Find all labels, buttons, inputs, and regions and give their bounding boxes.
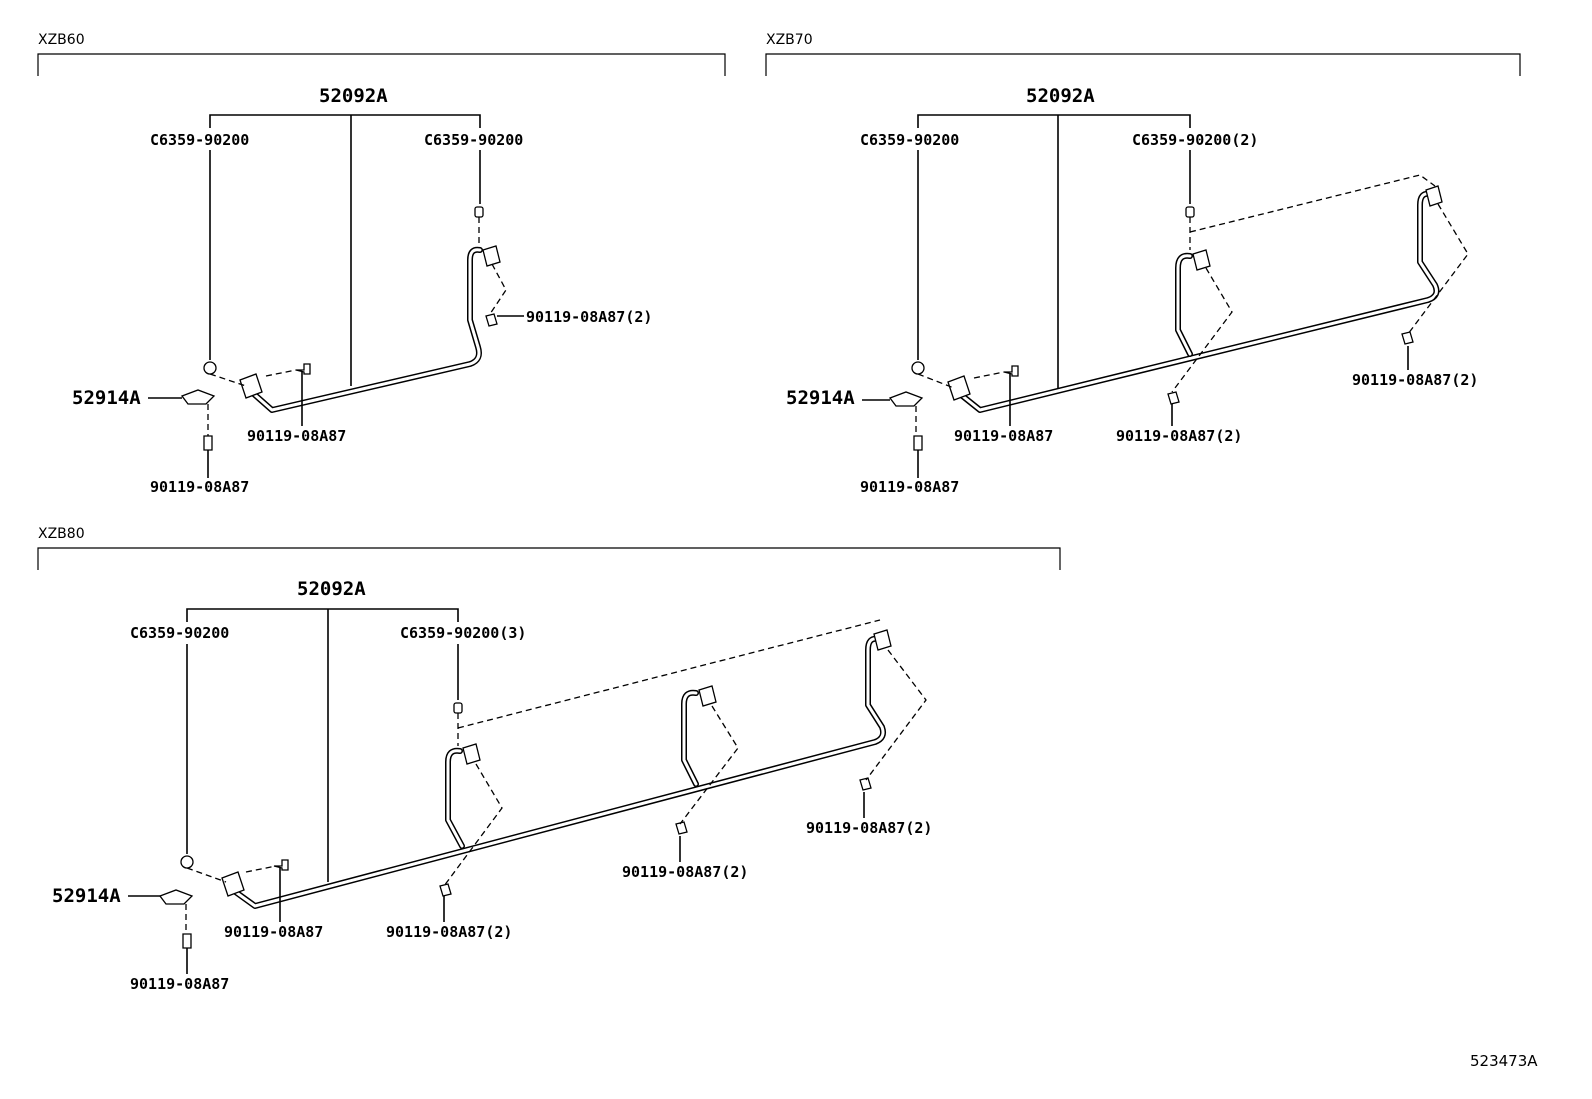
upright-bracket <box>698 685 717 707</box>
clip-part <box>911 361 925 375</box>
bolt-upright-label: 90119-08A87(2) <box>1352 371 1478 389</box>
bracket-52914a <box>180 389 216 405</box>
variant-bracket-line <box>37 53 726 76</box>
assembly-leader-bracket <box>209 114 481 128</box>
assembly-label: 52092A <box>319 85 388 107</box>
upright-bracket <box>482 245 501 267</box>
variant-bracket-line <box>37 547 1061 570</box>
bolt-bracket-label: 90119-08A87 <box>247 427 346 445</box>
variant-xzb60: XZB60 52092A C6359-90200 C6359-90200 529… <box>37 32 726 496</box>
variant-xzb70: XZB70 52092A C6359-90200 C6359-90200(2) … <box>765 32 1521 496</box>
assembly-dashes <box>207 217 507 436</box>
bracket-label: 52914A <box>52 885 121 907</box>
bolt-upright-label: 90119-08A87(2) <box>1116 427 1242 445</box>
diagram-code: 523473A <box>1470 1052 1538 1070</box>
bracket-mount <box>239 373 263 399</box>
bolt-part <box>439 883 452 897</box>
bolt-upright-label: 90119-08A87(2) <box>806 819 932 837</box>
upright-bracket <box>873 629 892 651</box>
variant-title: XZB80 <box>38 526 85 542</box>
assembly-label: 52092A <box>297 578 366 600</box>
assembly-leader-bracket <box>917 114 1191 128</box>
bolt-part <box>182 933 192 949</box>
bracket-52914a <box>158 889 194 905</box>
clip-part <box>180 855 194 869</box>
bracket-mount <box>221 871 245 897</box>
bolt-part <box>1167 391 1180 405</box>
bolt-part <box>859 777 872 791</box>
clip-left-label: C6359-90200 <box>130 624 229 642</box>
upright-bracket <box>1192 249 1211 271</box>
variant-title: XZB60 <box>38 32 85 48</box>
assembly-label: 52092A <box>1026 85 1095 107</box>
clip-right-label: C6359-90200(2) <box>1132 131 1258 149</box>
bolt-front-label: 90119-08A87 <box>150 478 249 496</box>
upright-bracket <box>1425 185 1443 207</box>
clip-part <box>453 702 463 714</box>
clip-part <box>1185 206 1195 218</box>
assembly-dashes <box>915 174 1469 436</box>
variant-title: XZB70 <box>766 32 813 48</box>
bracket-label: 52914A <box>786 387 855 409</box>
bolt-front-label: 90119-08A87 <box>130 975 229 993</box>
bolt-part <box>485 313 498 327</box>
bolt-part <box>1401 331 1414 345</box>
bolt-part <box>203 435 213 451</box>
clip-left-label: C6359-90200 <box>860 131 959 149</box>
clip-right-label: C6359-90200(3) <box>400 624 526 642</box>
bolt-part <box>913 435 923 451</box>
bolt-bracket-label: 90119-08A87 <box>224 923 323 941</box>
bracket-label: 52914A <box>72 387 141 409</box>
bolt-upright-label: 90119-08A87(2) <box>386 923 512 941</box>
variant-bracket-line <box>765 53 1521 76</box>
bolt-front-label: 90119-08A87 <box>860 478 959 496</box>
clip-part <box>474 206 484 218</box>
bolt-part <box>295 363 311 375</box>
assembly-leader-bracket <box>186 608 459 622</box>
bracket-mount <box>947 375 971 401</box>
assembly-dashes <box>185 619 927 934</box>
bolt-bracket-label: 90119-08A87 <box>954 427 1053 445</box>
bolt-upright-label: 90119-08A87(2) <box>526 308 652 326</box>
clip-right-label: C6359-90200 <box>424 131 523 149</box>
bolt-part <box>1003 365 1019 377</box>
bracket-52914a <box>888 391 924 407</box>
bolt-part <box>675 821 688 835</box>
clip-left-label: C6359-90200 <box>150 131 249 149</box>
bolt-part <box>273 859 289 871</box>
stabilizer-rod <box>244 246 483 413</box>
variant-xzb80: XZB80 52092A C6359-90200 C6359-90200(3) … <box>37 526 1061 993</box>
upright-bracket <box>462 743 481 765</box>
bolt-upright-label: 90119-08A87(2) <box>622 863 748 881</box>
clip-part <box>203 361 217 375</box>
